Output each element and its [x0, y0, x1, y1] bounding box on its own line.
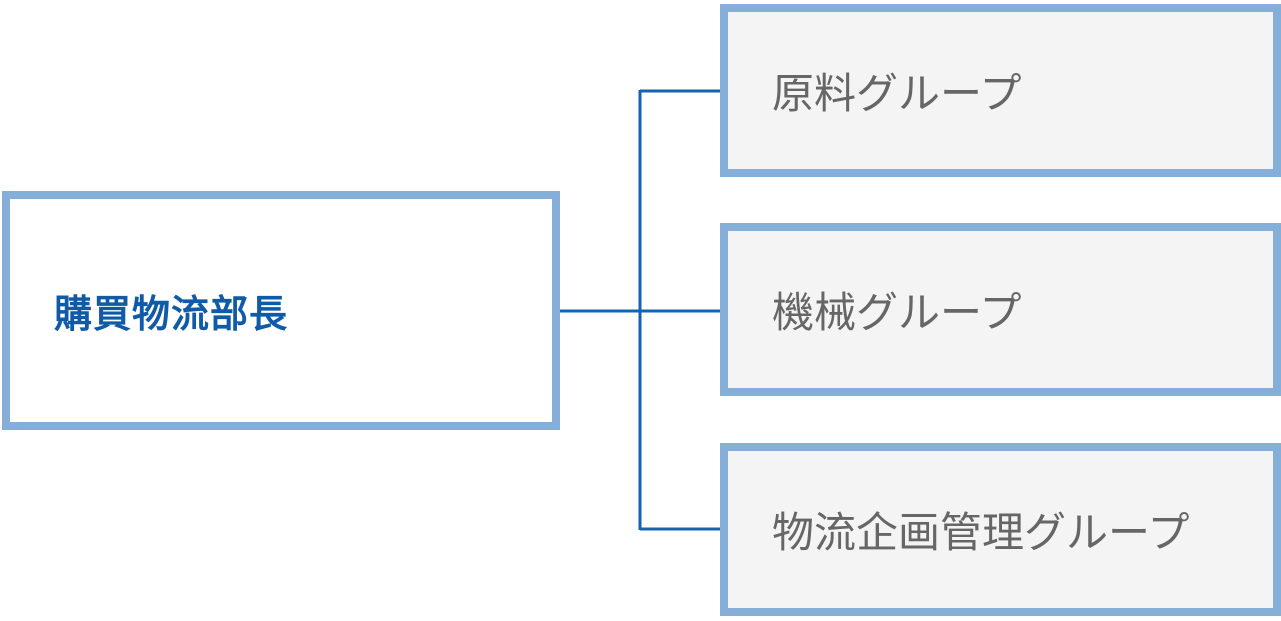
root-node-label: 購買物流部長	[54, 292, 289, 336]
child-node-label: 物流企画管理グループ	[772, 508, 1190, 557]
child-node-box-machinery: 機械グループ	[720, 223, 1281, 396]
child-node-label: 原料グループ	[772, 69, 1022, 118]
child-node-box-logistics-planning: 物流企画管理グループ	[720, 443, 1281, 616]
child-node-box-raw-materials: 原料グループ	[720, 4, 1281, 177]
child-node-label: 機械グループ	[772, 288, 1022, 337]
root-node-box: 購買物流部長	[2, 191, 560, 430]
